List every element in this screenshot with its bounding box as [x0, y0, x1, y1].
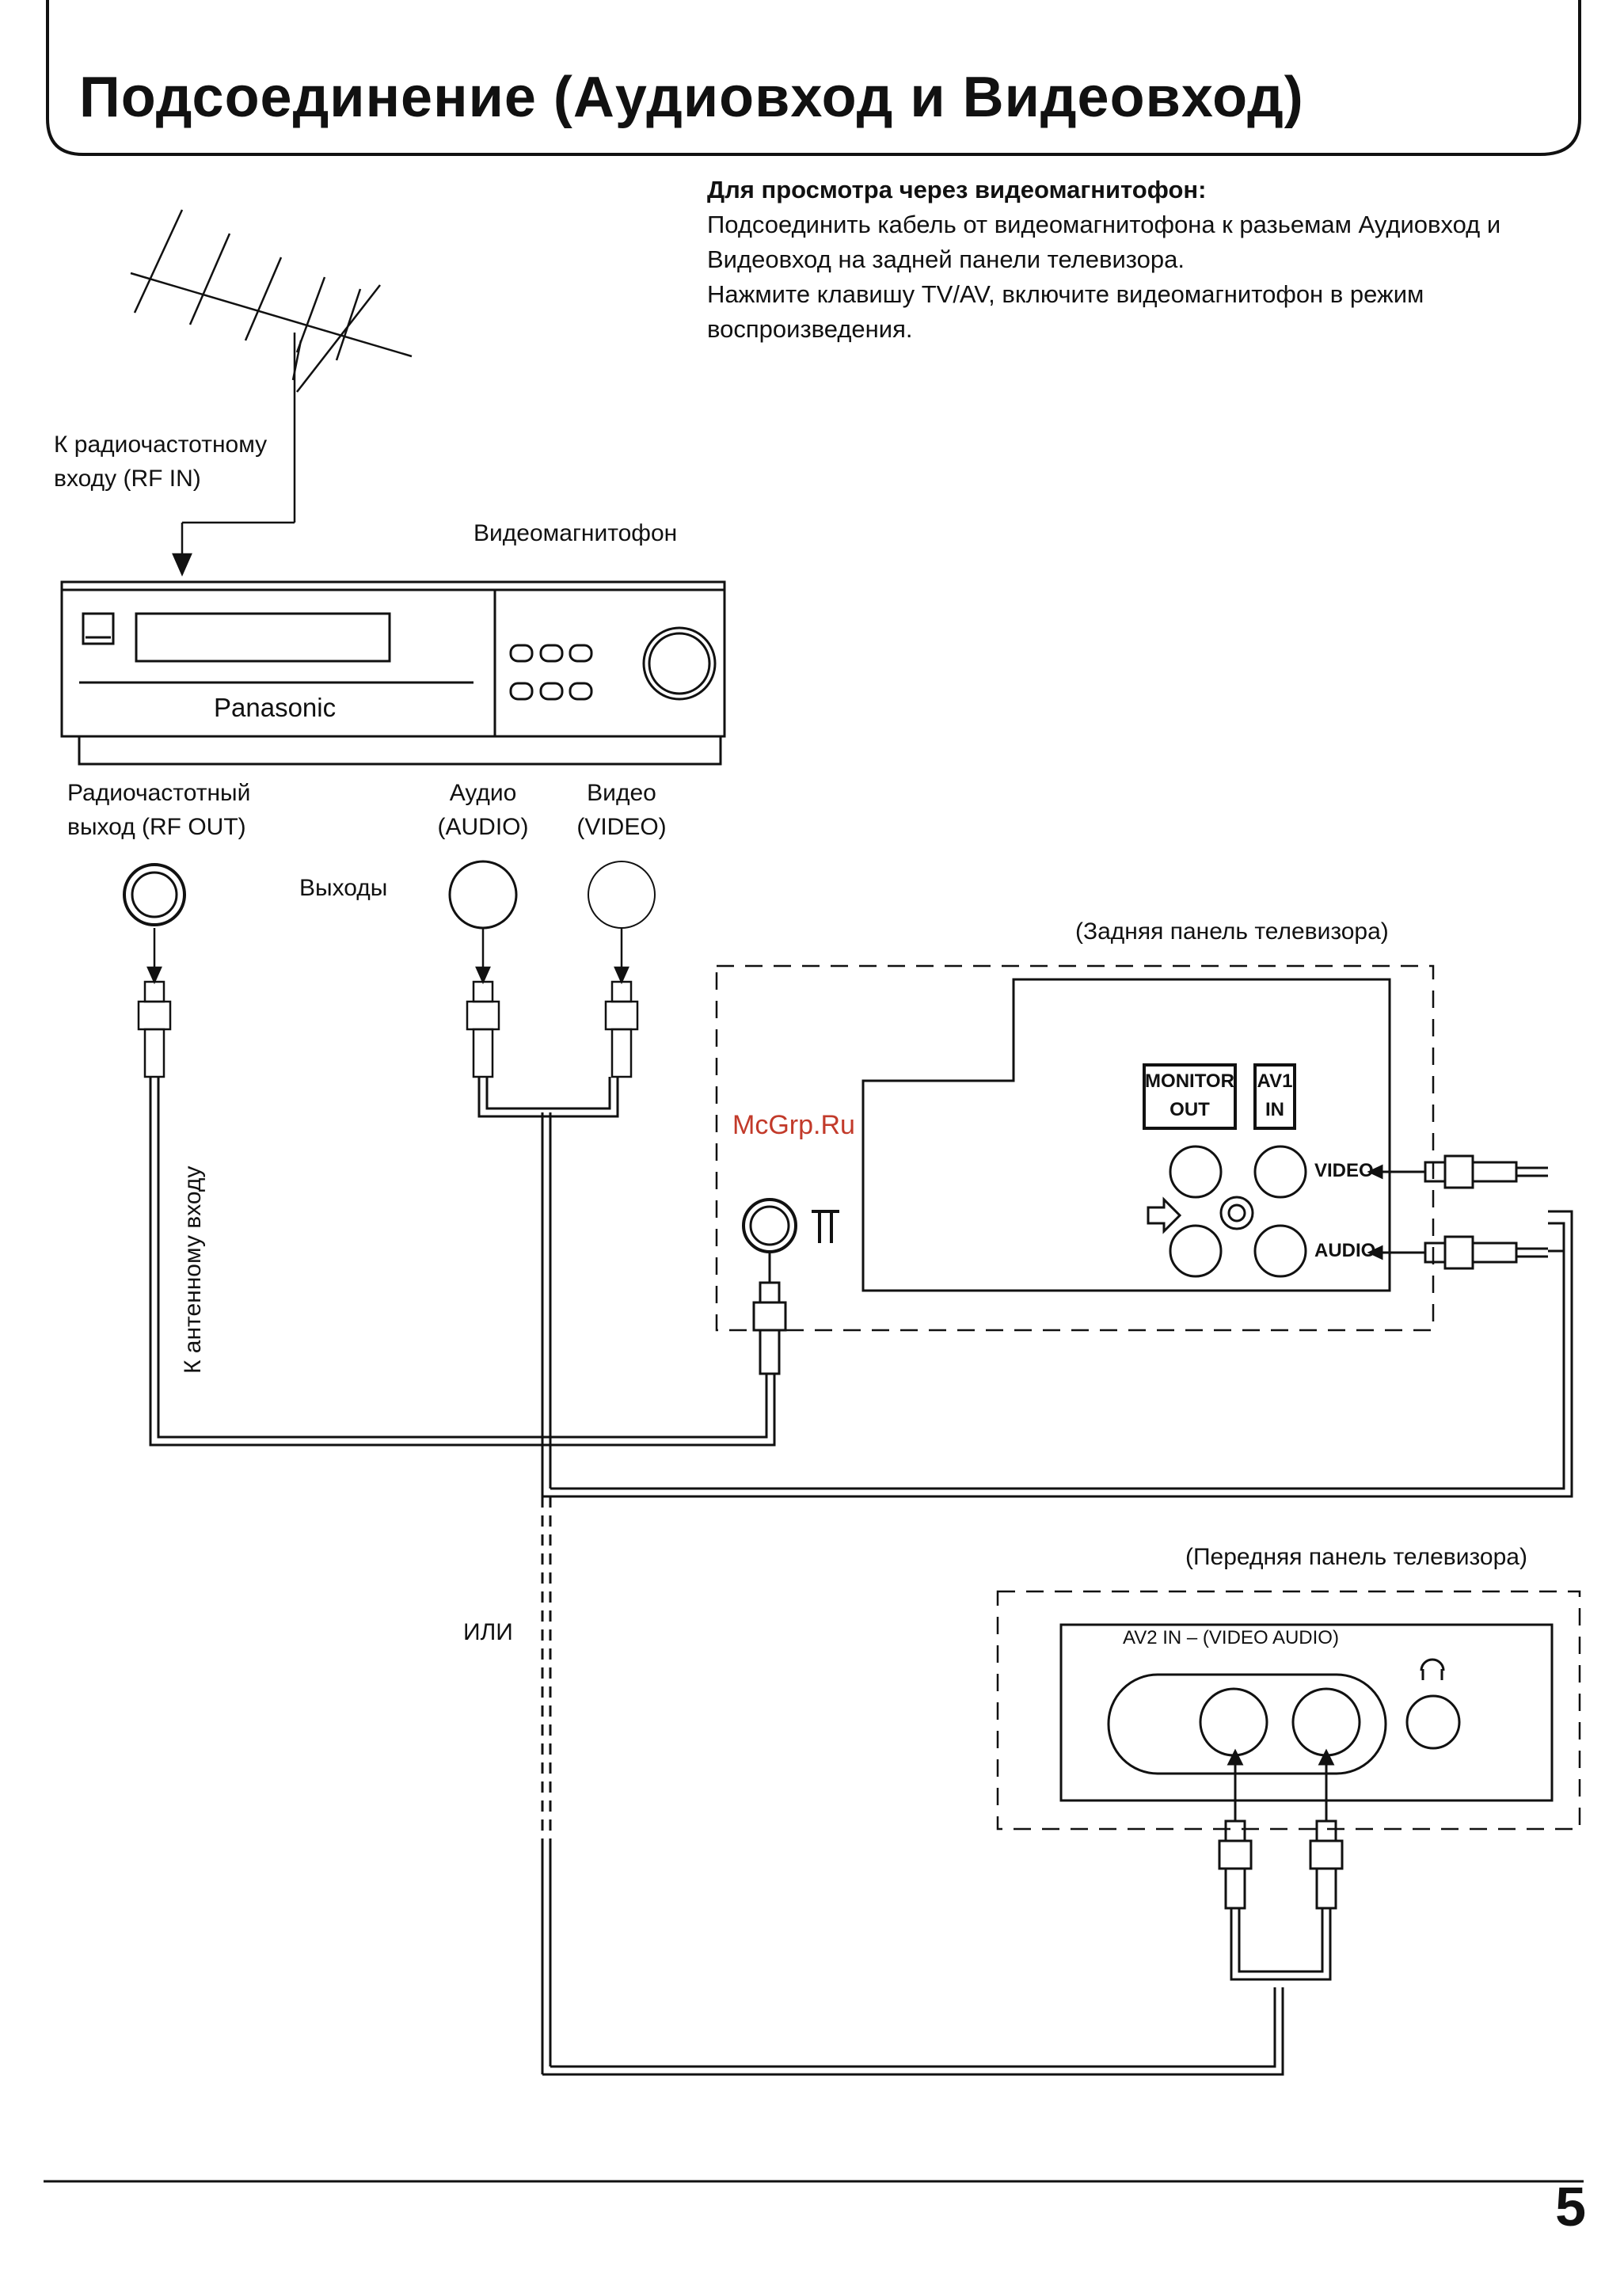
audio-out-label-line1: Аудио — [449, 780, 517, 806]
watermark: McGrp.Ru — [732, 1110, 855, 1140]
rf-in-label-line2: входу (RF IN) — [54, 466, 201, 492]
front-panel-label: (Передняя панель телевизора) — [1185, 1544, 1527, 1570]
or-label: ИЛИ — [463, 1619, 513, 1645]
rf-out-label-line2: выход (RF OUT) — [67, 814, 246, 840]
instructions-heading: Для просмотра через видеомагнитофон: — [707, 176, 1207, 203]
video-out-label-line2: (VIDEO) — [576, 814, 667, 840]
instructions-line: Видеовход на задней панели телевизора. — [707, 245, 1185, 273]
audio-out-label-line2: (AUDIO) — [437, 814, 529, 840]
rear-panel-label: (Задняя панель телевизора) — [1075, 918, 1389, 945]
title-frame — [46, 0, 1581, 156]
video-out-label: Видео (VIDEO) — [554, 776, 689, 844]
av2-in-label: AV2 IN – (VIDEO AUDIO) — [1123, 1627, 1339, 1648]
monitor-out-label: MONITOR OUT — [1144, 1067, 1235, 1124]
video-out-label-line1: Видео — [587, 780, 656, 806]
antenna-in-label: К антенному входу — [180, 1165, 206, 1374]
rear-panel — [715, 964, 1548, 1375]
audio-jack-label: AUDIO — [1314, 1240, 1376, 1261]
video-jack-label: VIDEO — [1314, 1160, 1374, 1181]
audio-out-label: Аудио (AUDIO) — [416, 776, 550, 844]
outputs-label: Выходы — [299, 875, 388, 901]
vcr-plugs — [137, 928, 639, 1078]
vcr-device — [60, 580, 726, 766]
monitor-out-label-line1: MONITOR — [1145, 1070, 1234, 1092]
vcr-output-jacks — [123, 860, 656, 930]
av1-in-label: AV1 IN — [1255, 1067, 1295, 1124]
rf-out-label-line1: Радиочастотный — [67, 780, 251, 806]
page-title: Подсоединение (Аудиовход и Видеовход) — [79, 66, 1304, 129]
antenna-icon — [130, 209, 413, 577]
page-number: 5 — [1555, 2176, 1586, 2238]
cables — [149, 1077, 1573, 2076]
av1-in-label-line1: AV1 — [1257, 1070, 1293, 1092]
rf-in-label: К радиочастотному входу (RF IN) — [54, 428, 267, 496]
front-panel — [996, 1590, 1581, 1910]
rf-in-label-line1: К радиочастотному — [54, 432, 268, 458]
instructions-line: Нажмите клавишу TV/AV, включите видеомаг… — [707, 280, 1424, 308]
vcr-label: Видеомагнитофон — [474, 520, 678, 546]
instructions: Для просмотра через видеомагнитофон: Под… — [707, 173, 1594, 347]
instructions-line: Подсоединить кабель от видеомагнитофона … — [707, 211, 1501, 238]
rf-out-label: Радиочастотный выход (RF OUT) — [67, 776, 251, 844]
av1-in-label-line2: IN — [1265, 1099, 1284, 1120]
monitor-out-label-line2: OUT — [1170, 1099, 1210, 1120]
vcr-brand: Panasonic — [214, 693, 337, 722]
instructions-line: воспроизведения. — [707, 315, 913, 343]
